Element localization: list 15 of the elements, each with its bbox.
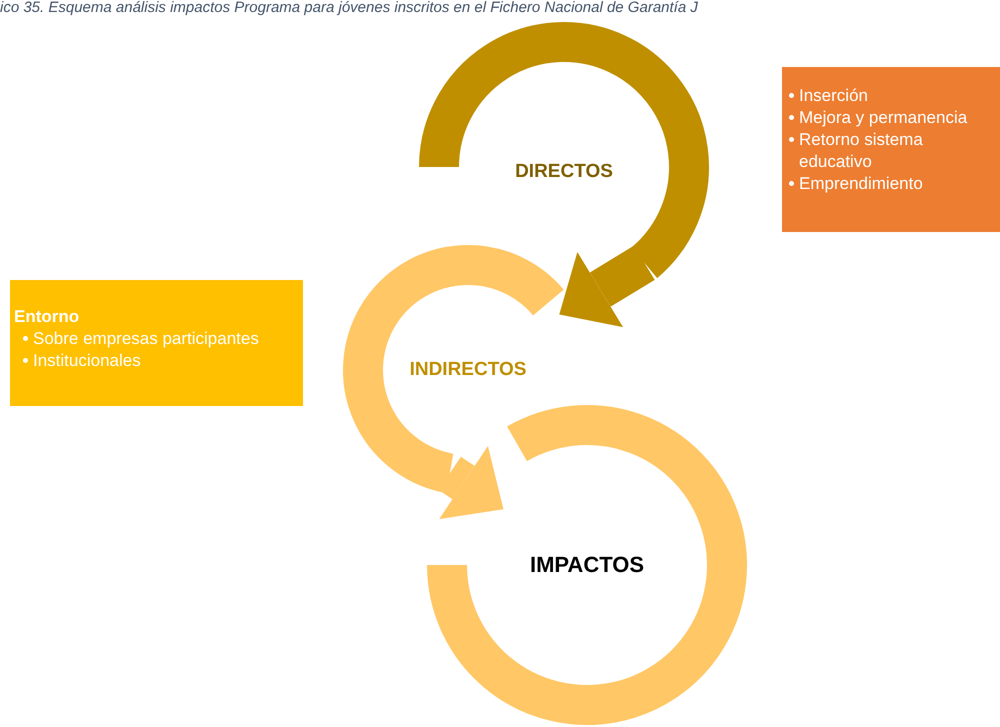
- stage-label: IMPACTOS: [530, 552, 644, 578]
- text-panel: [10, 280, 303, 406]
- stage-label: DIRECTOS: [515, 161, 613, 183]
- bullet-item: Inserción: [799, 86, 868, 105]
- curved-arrow: [438, 446, 504, 520]
- bullet-item: Mejora y permanencia: [799, 108, 968, 128]
- diagram-title: ico 35. Esquema análisis impactos Programa para jóvenes inscritos en el Fichero Nacional de Garantía J: [0, 0, 700, 16]
- bullet-item: Retorno sistema educativo: [799, 130, 923, 172]
- panel-heading: Entorno: [14, 306, 80, 328]
- stage-label: INDIRECTOS: [410, 359, 526, 381]
- bullet-item: Emprendimiento: [799, 174, 923, 194]
- bullet-item: Sobre empresas participantes: [33, 329, 259, 348]
- bullet-item: Institucionales: [33, 351, 141, 370]
- curved-arrow: [559, 246, 655, 328]
- text-panel: [782, 67, 1000, 232]
